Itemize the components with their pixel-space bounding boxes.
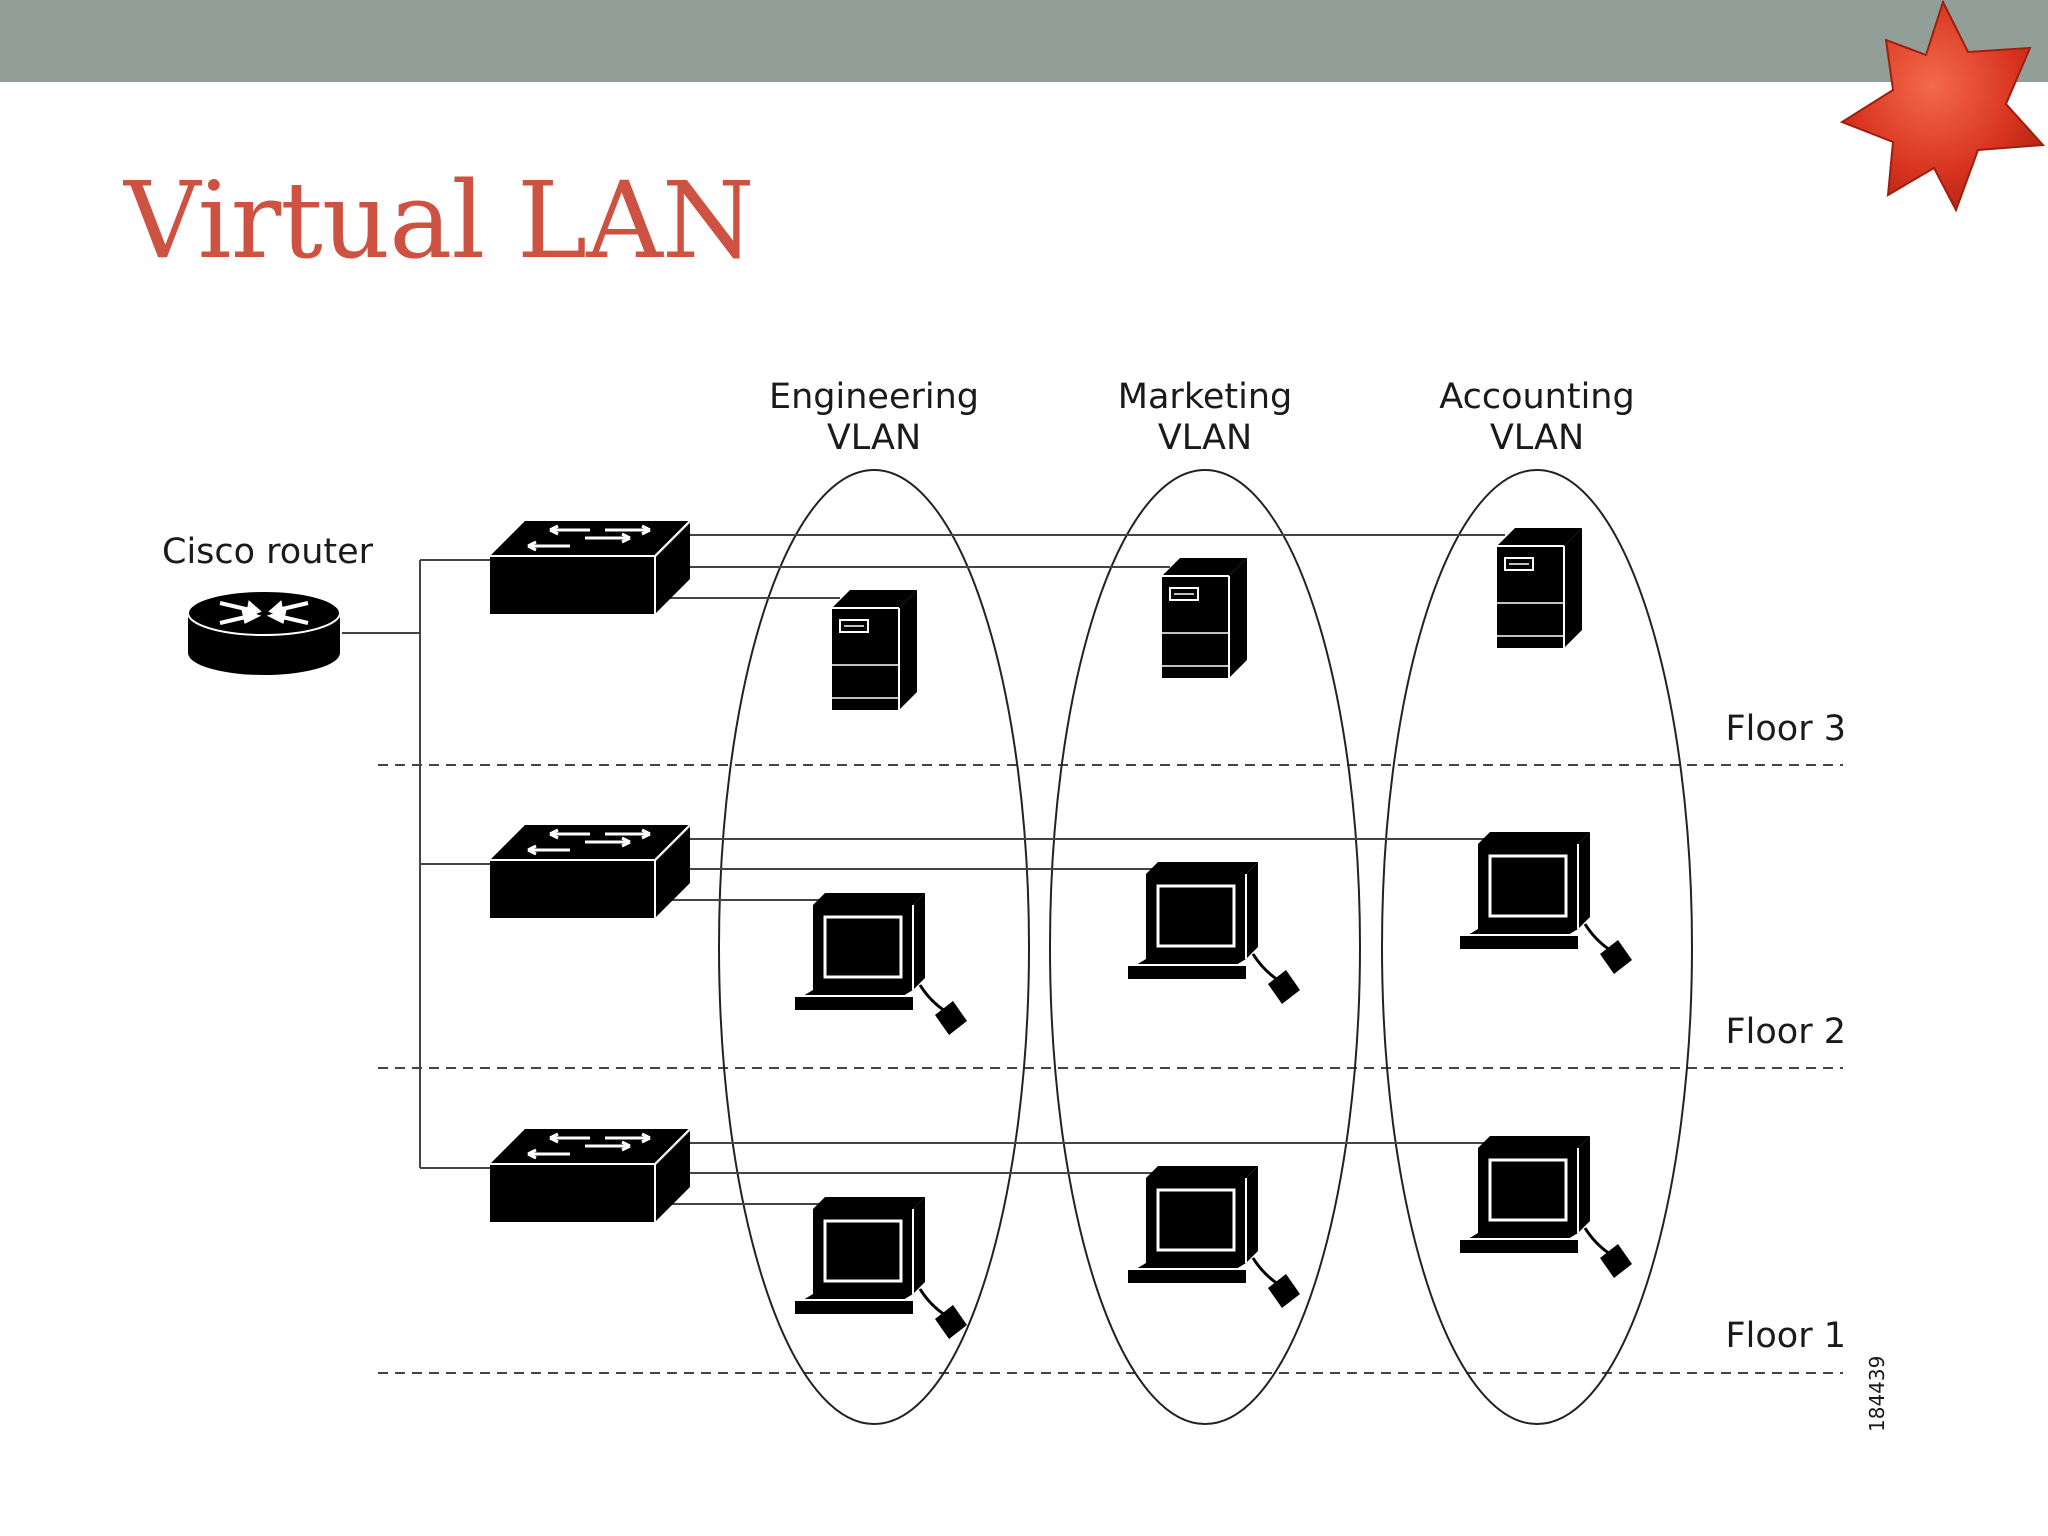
floor-label-2: Floor 2: [1726, 1012, 1846, 1052]
floor-label-3: Floor 3: [1726, 709, 1846, 749]
marketing-server-icon: [1161, 557, 1248, 679]
accounting-floor1-pc-icon: [1458, 1134, 1634, 1280]
floor3-switch-icon: [488, 519, 692, 616]
vlan-label-accounting-line1: Accounting: [1439, 377, 1634, 417]
floor3-links: [660, 534, 1505, 599]
floor2-links: [660, 838, 1500, 901]
marketing-floor1-pc-icon: [1126, 1164, 1302, 1310]
accounting-floor2-pc-icon: [1458, 830, 1634, 976]
vlan-ellipse-marketing: [1049, 469, 1361, 1425]
slide-title: Virtual LAN: [124, 159, 755, 282]
vlan-label-marketing-line2: VLAN: [1158, 418, 1252, 458]
floor1-switch-icon: [488, 1127, 692, 1224]
accounting-server-icon: [1496, 527, 1583, 649]
floor1-links: [660, 1142, 1500, 1205]
vlan-label-accounting-line2: VLAN: [1490, 418, 1584, 458]
vlan-ellipse-accounting: [1381, 469, 1693, 1425]
engineering-server-icon: [831, 589, 918, 711]
engineering-floor1-pc-icon: [793, 1195, 969, 1341]
floor2-switch-icon: [488, 823, 692, 920]
engineering-floor2-pc-icon: [793, 891, 969, 1037]
vlan-label-engineering-line1: Engineering: [769, 377, 979, 417]
figure-id: 184439: [1865, 1356, 1889, 1432]
router-label: Cisco router: [162, 532, 374, 572]
router-trunk-links: [342, 559, 500, 1169]
router-icon: [187, 590, 341, 675]
vlan-label-marketing-line1: Marketing: [1118, 377, 1292, 417]
star-logo-icon: [1839, 0, 2046, 213]
top-bar: [0, 0, 2048, 82]
marketing-floor2-pc-icon: [1126, 860, 1302, 1006]
vlan-ellipse-engineering: [718, 469, 1030, 1425]
floor-label-1: Floor 1: [1726, 1316, 1846, 1356]
vlan-label-engineering-line2: VLAN: [827, 418, 921, 458]
